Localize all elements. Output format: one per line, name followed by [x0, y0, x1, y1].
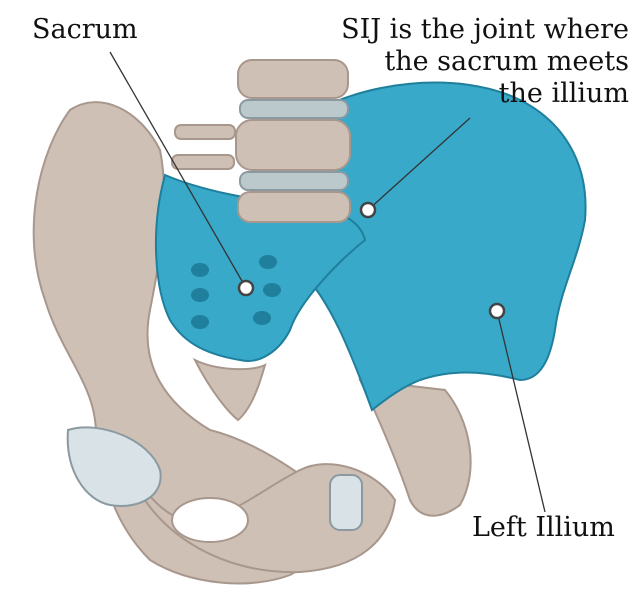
- left-ilium-label: Left Illium: [472, 512, 615, 544]
- sij-label-line-3: the illium: [341, 78, 629, 110]
- sij-marker: [361, 203, 375, 217]
- coccyx: [195, 360, 265, 420]
- sij-label: SIJ is the joint where the sacrum meets …: [341, 14, 629, 110]
- sij-label-line-1: SIJ is the joint where: [341, 14, 629, 46]
- sij-label-line-2: the sacrum meets: [341, 46, 629, 78]
- ilium-marker: [490, 304, 504, 318]
- pubic-symphysis: [330, 475, 362, 530]
- sacrum-marker: [239, 281, 253, 295]
- sacrum-label: Sacrum: [32, 14, 138, 46]
- obturator-foramen: [172, 498, 248, 542]
